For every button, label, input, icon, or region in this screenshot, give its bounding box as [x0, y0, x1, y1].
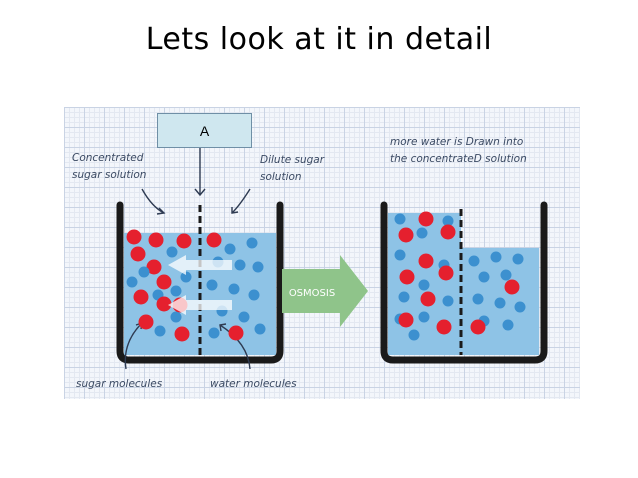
sugar-molecule: [146, 259, 162, 275]
water-flow-arrow-2: [168, 295, 232, 315]
sugar-molecule: [440, 224, 456, 240]
water-molecule: [500, 269, 512, 281]
left-beaker: [116, 201, 284, 364]
sugar-molecule: [228, 325, 244, 341]
water-molecule: [206, 279, 218, 291]
water-molecule: [442, 215, 454, 227]
water-molecule: [166, 246, 178, 258]
sugar-molecule: [133, 289, 149, 305]
water-molecule: [416, 227, 428, 239]
water-molecule: [238, 311, 250, 323]
sugar-molecule: [420, 291, 436, 307]
water-molecule: [126, 276, 138, 288]
osmosis-arrow-label: OSMOSIS: [289, 288, 335, 299]
sugar-molecule: [126, 229, 142, 245]
water-molecule: [208, 327, 220, 339]
water-molecule: [254, 323, 266, 335]
water-molecule: [180, 271, 192, 283]
slide-title: Lets look at it in detail: [145, 22, 493, 57]
dilute-label-line2: solution: [260, 171, 302, 183]
sugar-molecule: [138, 314, 154, 330]
water-molecule: [398, 291, 410, 303]
water-molecule: [472, 293, 484, 305]
water-molecule: [478, 271, 490, 283]
sugar-molecule: [130, 246, 146, 262]
water-flow-arrow-1: [168, 255, 232, 275]
water-molecule: [394, 249, 406, 261]
sugar-molecule: [436, 319, 452, 335]
water-molecule: [418, 311, 430, 323]
osmosis-diagram-svg: OSMOSIS Concentrated sugar solution Dilu…: [72, 136, 548, 390]
water-molecule: [252, 261, 264, 273]
dilute-label-line1: Dilute sugar: [260, 154, 325, 166]
water-molecule: [246, 237, 258, 249]
water-molecule: [512, 253, 524, 265]
sugar-molecule: [504, 279, 520, 295]
water-molecule: [408, 329, 420, 341]
water-molecule: [502, 319, 514, 331]
water-pointer: [219, 324, 251, 370]
sugar-molecule: [156, 274, 172, 290]
water-molecule: [394, 213, 406, 225]
sugar-molecule: [174, 326, 190, 342]
dilute-pointer: [231, 188, 251, 214]
box-pointer-head: [194, 188, 206, 197]
sugar-molecule: [398, 312, 414, 328]
sugar-molecule: [438, 265, 454, 281]
right-beaker: [380, 201, 548, 364]
molecules: [126, 211, 526, 342]
sugar-molecules-label: sugar molecules: [76, 378, 163, 390]
sugar-molecule: [176, 233, 192, 249]
water-molecule: [228, 283, 240, 295]
more-water-label-line2: the concentrateD solution: [390, 153, 527, 165]
water-pointer-head: [219, 323, 227, 332]
sugar-molecule: [399, 269, 415, 285]
water-molecule: [248, 289, 260, 301]
sugar-molecule: [156, 296, 172, 312]
water-molecule: [170, 311, 182, 323]
water-molecule: [514, 301, 526, 313]
water-molecule: [418, 279, 430, 291]
water-molecules-label: water molecules: [210, 378, 297, 390]
water-molecule: [138, 266, 150, 278]
water-molecule: [494, 297, 506, 309]
sugar-molecule: [148, 232, 164, 248]
water-molecule: [170, 285, 182, 297]
sugar-molecule: [398, 227, 414, 243]
water-molecule: [468, 255, 480, 267]
sugar-molecule: [418, 253, 434, 269]
water-molecule: [442, 295, 454, 307]
concentrated-label-line1: Concentrated: [72, 152, 144, 164]
osmosis-arrow: [282, 255, 368, 327]
concentrated-pointer-head: [156, 207, 166, 215]
osmosis-diagram: OSMOSIS Concentrated sugar solution Dilu…: [64, 107, 580, 399]
sugar-molecule: [470, 319, 486, 335]
dilute-pointer-head: [231, 207, 239, 214]
water-molecule: [224, 243, 236, 255]
sugar-molecule: [206, 232, 222, 248]
sugar-pointer: [124, 322, 143, 370]
concentrated-label-line2: sugar solution: [72, 169, 146, 181]
more-water-label-line1: more water is Drawn into: [390, 136, 523, 148]
sugar-molecule: [418, 211, 434, 227]
water-molecule: [234, 259, 246, 271]
water-molecule: [154, 325, 166, 337]
label-box-a: A: [157, 113, 252, 148]
water-molecule: [490, 251, 502, 263]
